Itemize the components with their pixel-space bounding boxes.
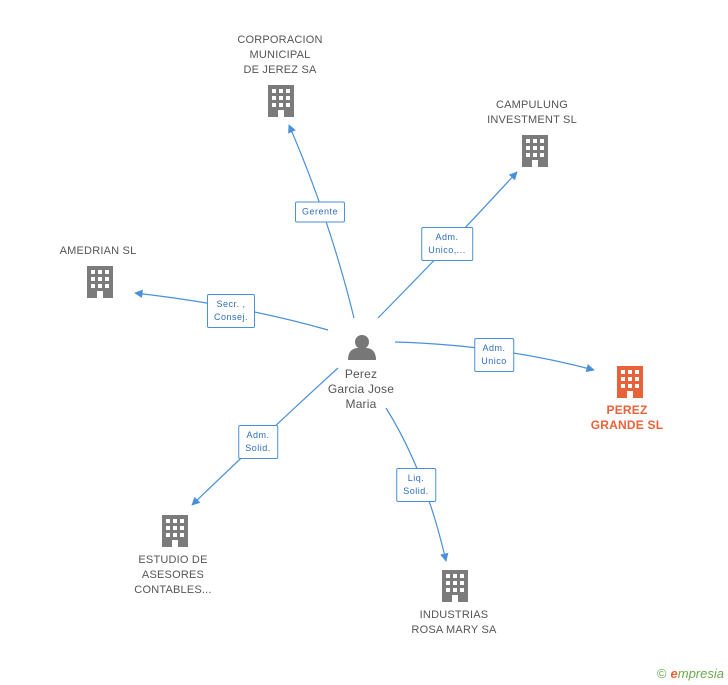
building-icon-estudio[interactable] [162,515,188,547]
building-icon-campulung[interactable] [522,135,548,167]
edge-label-gerente: Gerente [294,201,346,223]
person-name[interactable]: Perez Garcia Jose Maria [327,367,395,411]
brand-name: mpresia [677,666,724,681]
edge-label-secr-consej: Secr. , Consej. [206,294,256,328]
building-icon-industrias[interactable] [442,570,468,602]
brand-initial: e [670,666,678,681]
node-label-campulung[interactable]: CAMPULUNG INVESTMENT SL [487,99,577,126]
building-icon-amedrian[interactable] [87,266,113,298]
edge-label-liq-solid: Liq. Solid. [396,468,436,502]
node-label-perez-grande[interactable]: PEREZ GRANDE SL [590,403,664,432]
edge-label-adm-unico-perez-grande: Adm. Unico [474,338,514,372]
brand-watermark: ©empresia [657,666,724,681]
building-icon-corporacion[interactable] [268,85,294,117]
person-icon [348,335,376,360]
edge-label-adm-unico-campulung: Adm. Unico,... [421,227,473,261]
copyright-icon: © [656,666,667,681]
node-label-estudio[interactable]: ESTUDIO DE ASESORES CONTABLES... [134,554,212,596]
node-label-industrias[interactable]: INDUSTRIAS ROSA MARY SA [411,609,497,636]
edge-label-adm-solid: Adm. Solid. [238,425,278,459]
node-label-amedrian[interactable]: AMEDRIAN SL [59,245,137,257]
building-icon-perez-grande[interactable] [617,366,643,398]
node-label-corporacion[interactable]: CORPORACION MUNICIPAL DE JEREZ SA [237,34,323,76]
